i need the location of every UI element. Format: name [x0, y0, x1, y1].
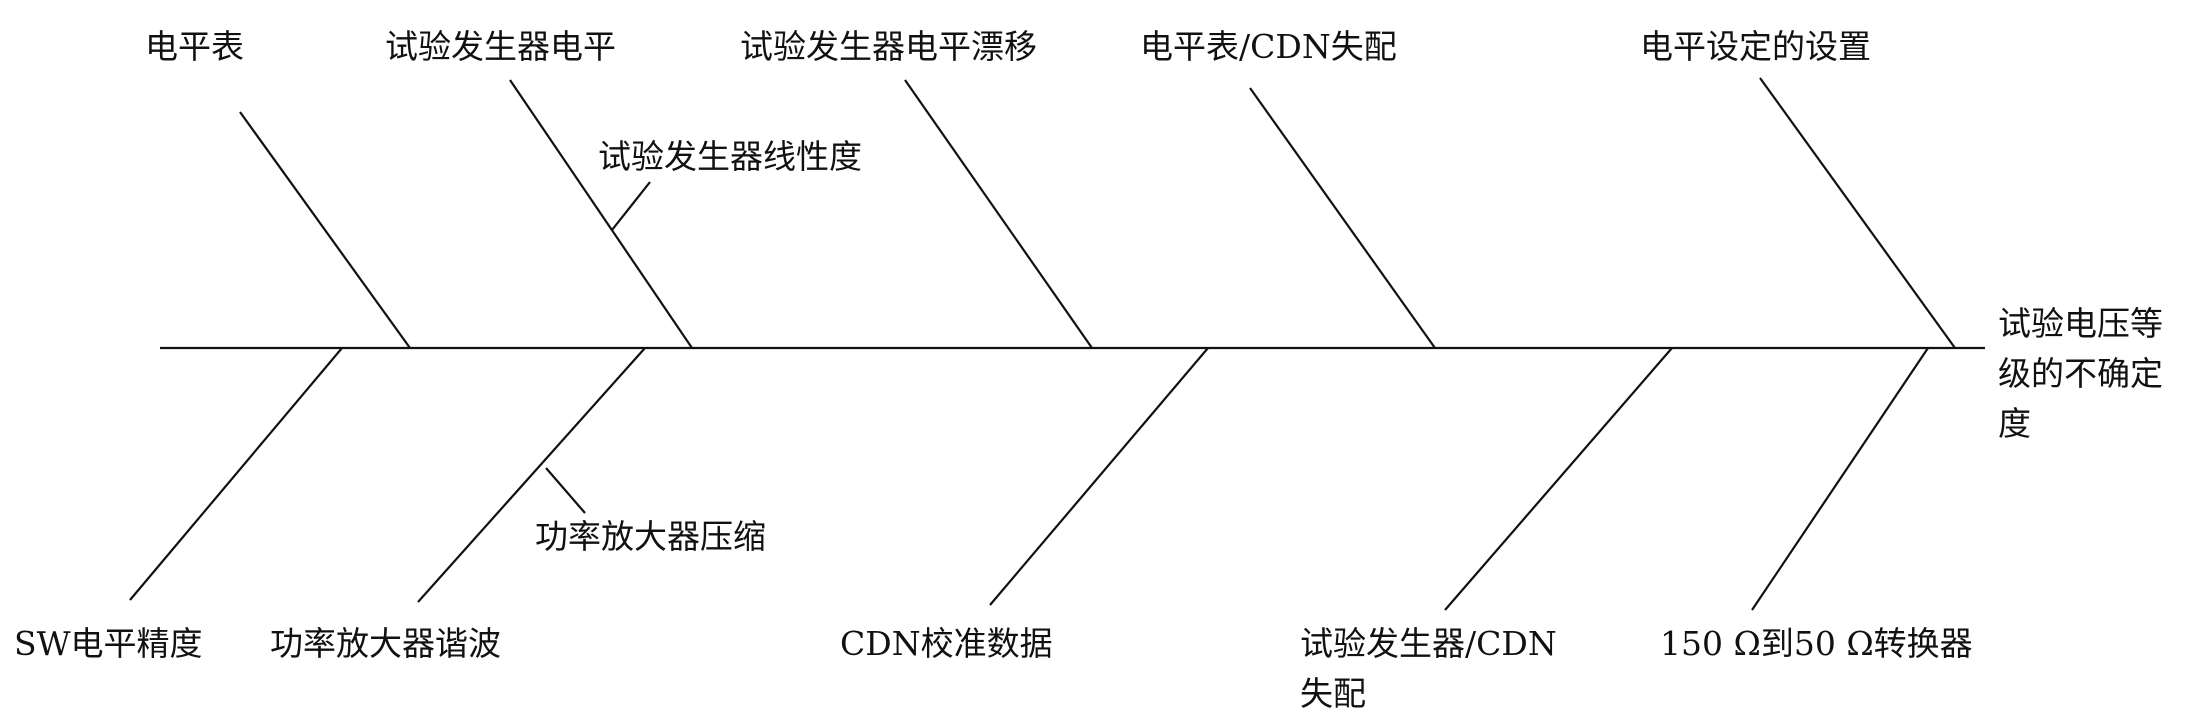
branch-amp-harmonics [417, 347, 646, 603]
label-amp-compression: 功率放大器压缩 [535, 517, 766, 556]
label-converter: 150 Ω到50 Ω转换器 [1660, 624, 1973, 663]
label-meter-cdn-mismatch: 电平表/CDN失配 [1140, 27, 1397, 66]
branch-generator-drift [904, 79, 1093, 349]
branch-level-meter [239, 111, 411, 349]
label-generator-cdn-mismatch-line1: 试验发生器/CDN [1300, 624, 1557, 663]
label-cdn-calibration: CDN校准数据 [840, 624, 1053, 663]
branch-converter [1751, 347, 1929, 611]
branch-generator-cdn-mismatch [1444, 347, 1673, 611]
branch-meter-cdn-mismatch [1249, 87, 1436, 349]
label-level-setting: 电平设定的设置 [1640, 27, 1871, 66]
label-generator-cdn-mismatch-line2: 失配 [1300, 674, 1366, 713]
sub-branch-amp-compression [545, 467, 586, 514]
effect-label-line3: 度 [1998, 404, 2031, 443]
branch-level-setting [1759, 77, 1956, 349]
branch-cdn-calibration [989, 347, 1209, 606]
label-sw-level-accuracy: SW电平精度 [14, 624, 203, 663]
effect-label-line1: 试验电压等 [1998, 304, 2163, 343]
branch-generator-level [509, 79, 693, 349]
label-amp-harmonics: 功率放大器谐波 [270, 624, 501, 663]
label-generator-drift: 试验发生器电平漂移 [740, 27, 1037, 66]
sub-branch-generator-linearity [611, 181, 651, 231]
label-level-meter: 电平表 [145, 27, 244, 66]
label-generator-linearity: 试验发生器线性度 [598, 137, 862, 176]
label-generator-level: 试验发生器电平 [385, 27, 616, 66]
effect-label-line2: 级的不确定 [1998, 354, 2163, 393]
branch-sw-level-accuracy [129, 347, 343, 601]
